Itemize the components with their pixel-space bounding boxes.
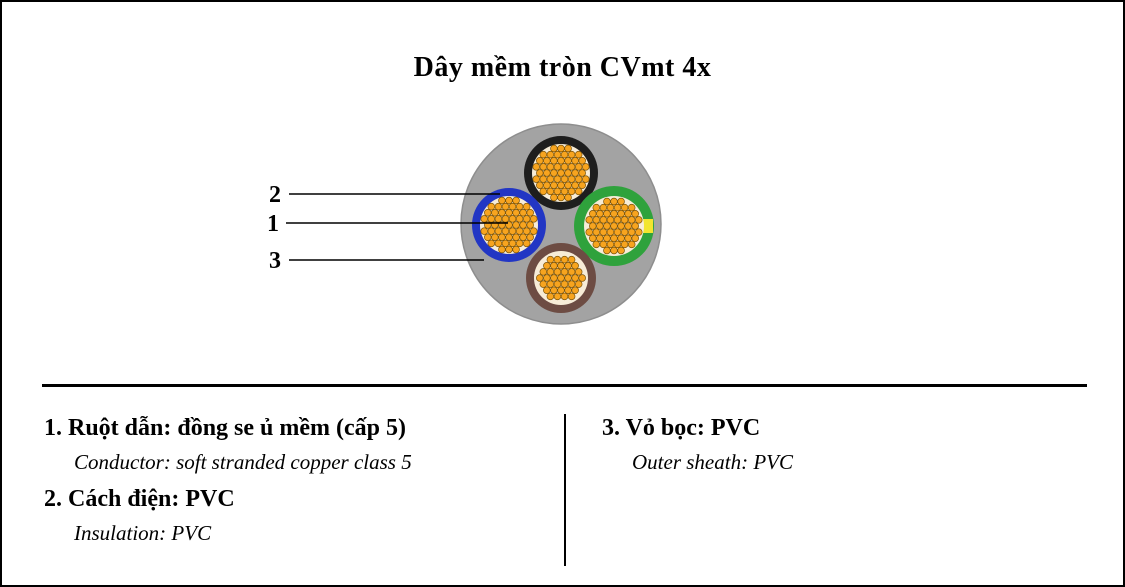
legend: 1. Ruột dẫn: đồng se ủ mềm (cấp 5) Condu… — [2, 410, 1123, 566]
page-title: Dây mềm tròn CVmt 4x — [413, 52, 712, 83]
legend-conductor-en: Conductor: soft stranded copper class 5 — [74, 450, 412, 474]
legend-item-outer-sheath: 3. Vỏ bọc: PVC Outer sheath: PVC — [602, 410, 793, 479]
horizontal-divider — [42, 384, 1087, 387]
vertical-divider — [564, 414, 566, 566]
legend-conductor-vi: 1. Ruột dẫn: đồng se ủ mềm (cấp 5) — [44, 415, 407, 441]
legend-item-insulation: 2. Cách điện: PVC Insulation: PVC — [44, 481, 564, 550]
legend-insulation-en: Insulation: PVC — [74, 521, 212, 545]
callout-number-insulation: 2 — [269, 182, 281, 208]
outer-sheath-shape — [460, 123, 662, 325]
earth-stripe — [643, 219, 653, 233]
legend-outer-sheath-en: Outer sheath: PVC — [632, 450, 793, 474]
legend-insulation-vi: 2. Cách điện: PVC — [44, 486, 235, 512]
callout-number-outer-sheath: 3 — [269, 248, 281, 274]
legend-right-column: 3. Vỏ bọc: PVC Outer sheath: PVC — [566, 410, 793, 481]
core-left-blue — [472, 188, 546, 262]
callout-number-conductor: 1 — [267, 211, 279, 237]
legend-left-column: 1. Ruột dẫn: đồng se ủ mềm (cấp 5) Condu… — [2, 410, 564, 552]
core-bottom-brown — [526, 243, 596, 313]
legend-outer-sheath-vi: 3. Vỏ bọc: PVC — [602, 415, 761, 441]
core-right-green — [574, 186, 654, 266]
core-top-black — [524, 136, 598, 210]
cable-cross-section-diagram: 2 1 3 — [267, 123, 662, 325]
legend-item-conductor: 1. Ruột dẫn: đồng se ủ mềm (cấp 5) Condu… — [44, 410, 564, 479]
